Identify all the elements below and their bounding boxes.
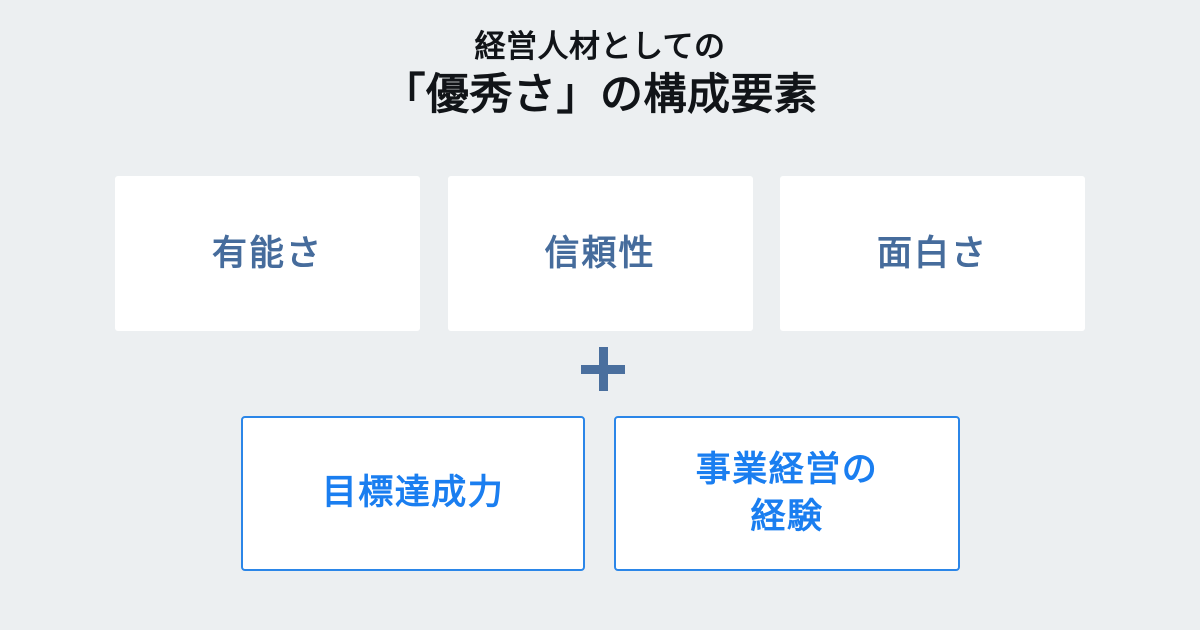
card-goal-achievement-label: 目標達成力 xyxy=(321,473,505,513)
page-title: 経営人材としての 「優秀さ」の構成要素 xyxy=(0,28,1200,121)
title-line-1: 経営人材としての xyxy=(474,29,726,64)
top-card-row: 有能さ 信頼性 面白さ xyxy=(115,176,1085,331)
plus-icon-vertical-bar xyxy=(599,347,608,391)
card-competence-label: 有能さ xyxy=(211,233,323,273)
card-competence: 有能さ xyxy=(115,176,420,331)
card-reliability: 信頼性 xyxy=(447,176,753,331)
card-business-management-experience: 事業経営の 経験 xyxy=(614,416,960,571)
card-goal-achievement: 目標達成力 xyxy=(241,416,585,571)
plus-icon xyxy=(581,347,625,391)
card-reliability-label: 信頼性 xyxy=(544,233,656,273)
card-interestingness-label: 面白さ xyxy=(876,233,988,273)
card-business-management-experience-label: 事業経営の 経験 xyxy=(695,450,879,536)
card-interestingness: 面白さ xyxy=(780,176,1085,331)
title-line-2: 「優秀さ」の構成要素 xyxy=(382,70,818,119)
bottom-card-row: 目標達成力 事業経営の 経験 xyxy=(241,416,960,571)
